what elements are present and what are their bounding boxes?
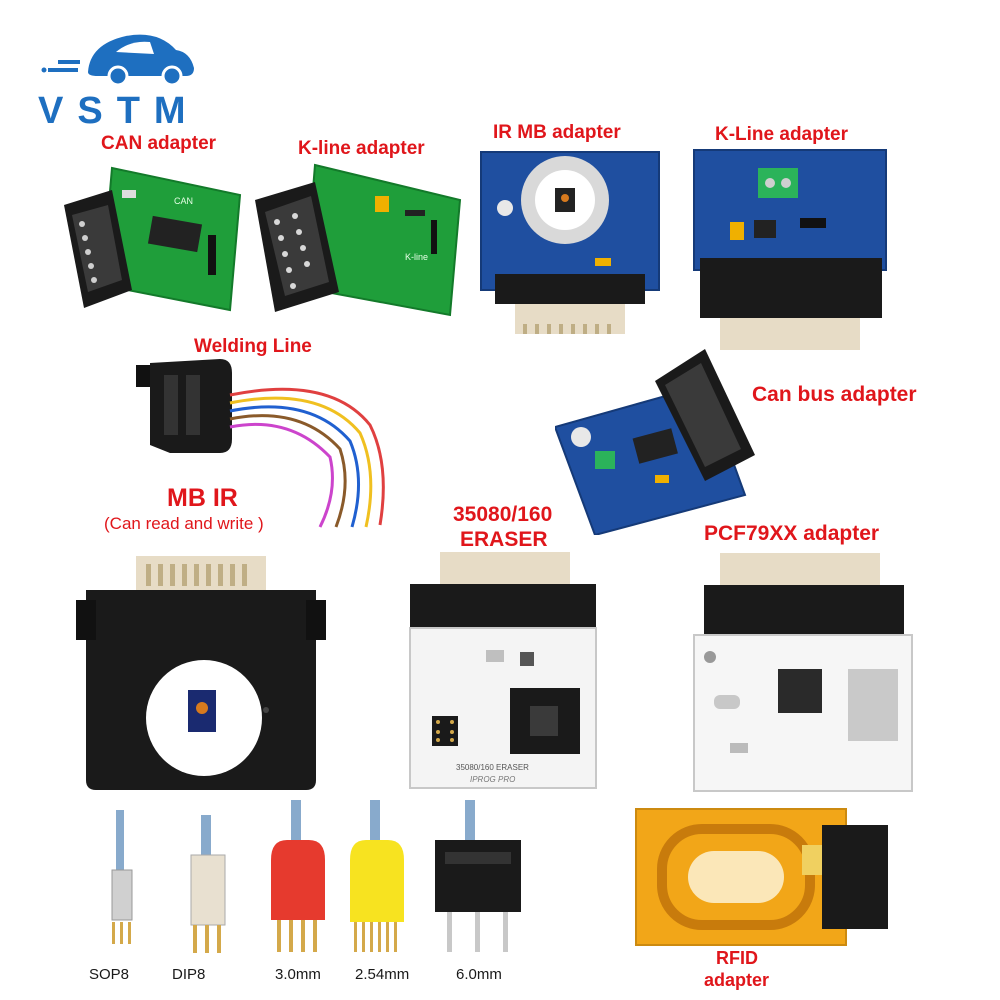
car-icon — [41, 34, 194, 87]
probe-6mm — [425, 800, 535, 960]
probe-label-sop8: SOP8 — [89, 966, 130, 983]
kline-adapter-board: K-line — [255, 160, 465, 325]
eraser-board: 35080/160 ERASER IPROG PRO — [400, 548, 605, 793]
label-kline-adapter-2: K-Line adapter — [715, 124, 849, 145]
eraser-board-print: 35080/160 ERASER — [456, 763, 529, 772]
pcf79xx-adapter-board — [690, 545, 915, 795]
label-eraser-line1: 35080/160 — [453, 503, 553, 526]
label-pcf-adapter: PCF79XX adapter — [704, 522, 880, 545]
can-bus-adapter-board — [555, 345, 765, 535]
probe-dip8 — [175, 815, 245, 960]
label-can-adapter: CAN adapter — [101, 133, 217, 154]
label-kline-adapter: K-line adapter — [298, 138, 425, 159]
kline-board-print: K-line — [405, 252, 428, 262]
kline-adapter-2-board — [690, 148, 890, 358]
probe-label-6mm: 6.0mm — [456, 966, 502, 983]
label-welding-line: Welding Line — [194, 336, 312, 357]
probe-label-3mm: 3.0mm — [275, 966, 321, 983]
probe-2-54mm — [340, 800, 430, 960]
rfid-adapter-board — [632, 805, 892, 950]
probe-label-2-54mm: 2.54mm — [355, 966, 410, 983]
label-eraser-line2: ERASER — [460, 528, 548, 551]
can-adapter-board: CAN — [62, 160, 262, 320]
eraser-board-brand: IPROG PRO — [470, 775, 515, 784]
logo-text: VSTM — [38, 90, 200, 132]
label-can-bus-adapter: Can bus adapter — [752, 383, 917, 406]
probe-sop8 — [88, 810, 158, 960]
label-rfid-line1: RFID — [716, 948, 758, 968]
probe-3mm — [255, 800, 345, 960]
can-board-print: CAN — [174, 196, 193, 206]
mb-ir-device — [76, 550, 326, 795]
label-rfid-line2: adapter — [704, 970, 770, 990]
vstm-logo: VSTM — [38, 22, 208, 132]
label-mb-ir-note: (Can read and write ) — [104, 514, 264, 533]
ir-mb-adapter-board — [475, 148, 665, 348]
welding-line-cable — [130, 355, 430, 535]
label-mb-ir: MB IR — [167, 484, 238, 512]
label-ir-mb-adapter: IR MB adapter — [493, 122, 621, 143]
probe-label-dip8: DIP8 — [172, 966, 206, 983]
